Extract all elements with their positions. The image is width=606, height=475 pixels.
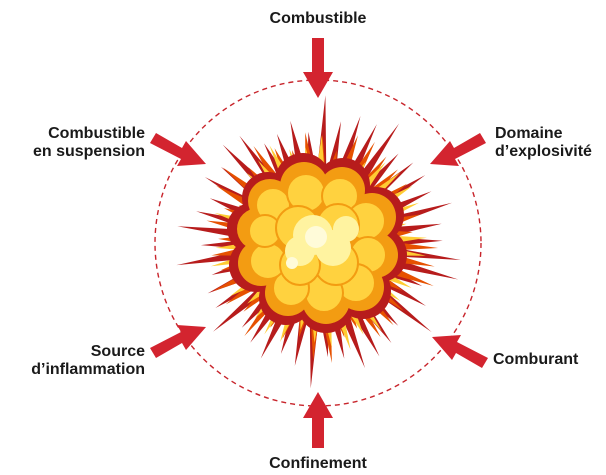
label-combustible-en-suspension: Combustible en suspension	[0, 125, 145, 161]
smoke-cloud-puff	[305, 226, 327, 248]
label-domaine-explosivite: Domaine d’explosivité	[495, 125, 605, 161]
label-domaine-explosivite-line2: d’explosivité	[495, 143, 592, 160]
label-source-inflammation: Source d’inflammation	[0, 343, 145, 379]
label-source-inflammation-line2: d’inflammation	[31, 361, 145, 378]
smoke-cloud-puff	[286, 257, 298, 269]
arrow-bottom-right	[432, 335, 488, 368]
arrows-group	[150, 38, 488, 448]
label-combustible-en-suspension-line1: Combustible	[48, 125, 145, 142]
label-confinement-line1: Confinement	[269, 455, 367, 472]
label-comburant: Comburant	[493, 351, 603, 369]
label-confinement: Confinement	[253, 455, 383, 473]
explosion-icon	[176, 95, 461, 389]
arrow-bottom	[303, 392, 333, 448]
label-comburant-line1: Comburant	[493, 351, 579, 368]
arrow-bottom-left	[150, 325, 206, 358]
label-source-inflammation-line1: Source	[90, 343, 145, 360]
arrow-top-left	[150, 133, 206, 166]
label-combustible-en-suspension-line2: en suspension	[32, 143, 145, 160]
label-combustible: Combustible	[253, 10, 383, 28]
arrow-top	[303, 38, 333, 98]
arrow-top-right	[430, 133, 486, 166]
label-domaine-explosivite-line1: Domaine	[495, 125, 563, 142]
smoke-cloud-puff	[333, 216, 359, 242]
label-combustible-line1: Combustible	[269, 10, 367, 27]
